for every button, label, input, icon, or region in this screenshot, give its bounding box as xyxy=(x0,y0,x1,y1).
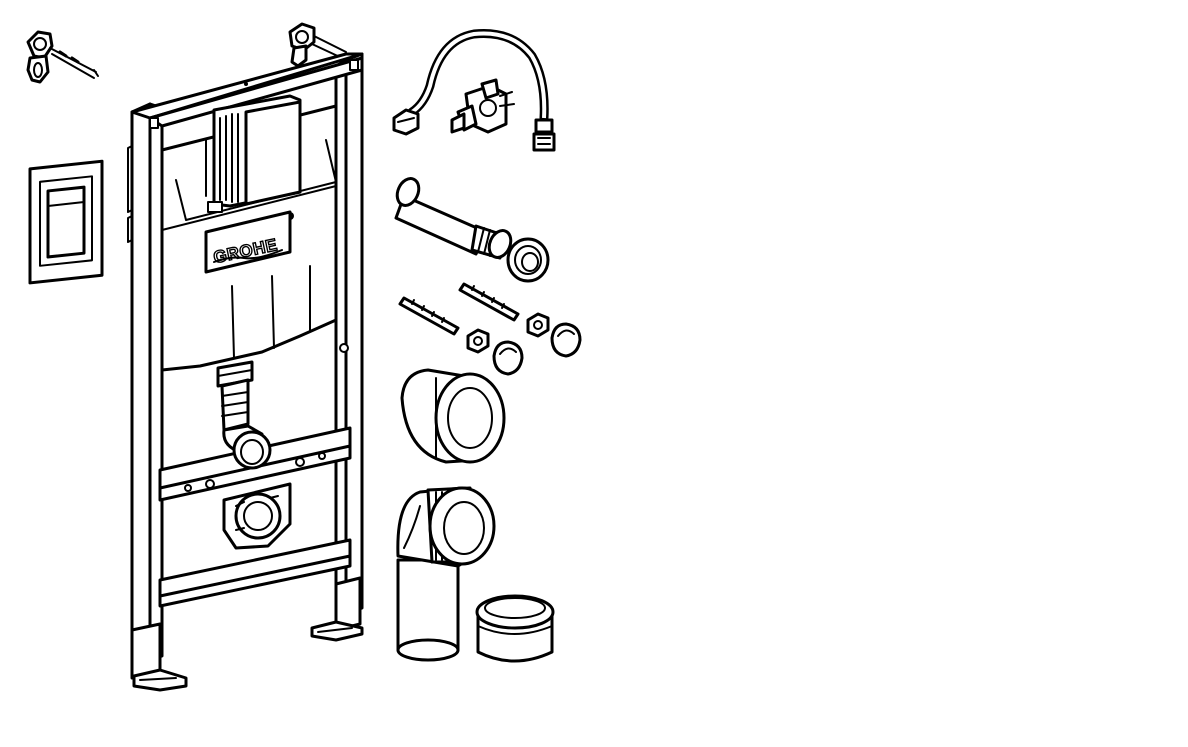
wc-connector-sleeve xyxy=(400,368,506,464)
angle-valve xyxy=(450,78,515,134)
flush-button-split xyxy=(47,201,85,207)
hex-nut-2 xyxy=(526,312,550,338)
flush-pipe-on-frame xyxy=(216,360,272,470)
pipe-end-cap xyxy=(475,594,555,663)
drain-bend xyxy=(396,486,496,662)
connector-pipe xyxy=(394,177,513,260)
flexible-water-hose xyxy=(392,28,556,152)
flush-plate xyxy=(28,159,104,285)
hex-nut-1 xyxy=(466,328,490,354)
sealing-ring xyxy=(506,237,550,283)
concealed-cistern: GROHE xyxy=(160,94,338,372)
grohe-logo-plate xyxy=(204,210,292,274)
wall-fixing-bracket-left xyxy=(26,30,99,84)
wc-mounting-bracket xyxy=(222,482,292,550)
threaded-rod-1 xyxy=(398,296,460,336)
installation-frame xyxy=(127,52,364,692)
cover-cap-1 xyxy=(492,340,524,376)
cover-cap-2 xyxy=(550,322,582,358)
threaded-rod-2 xyxy=(458,282,520,322)
